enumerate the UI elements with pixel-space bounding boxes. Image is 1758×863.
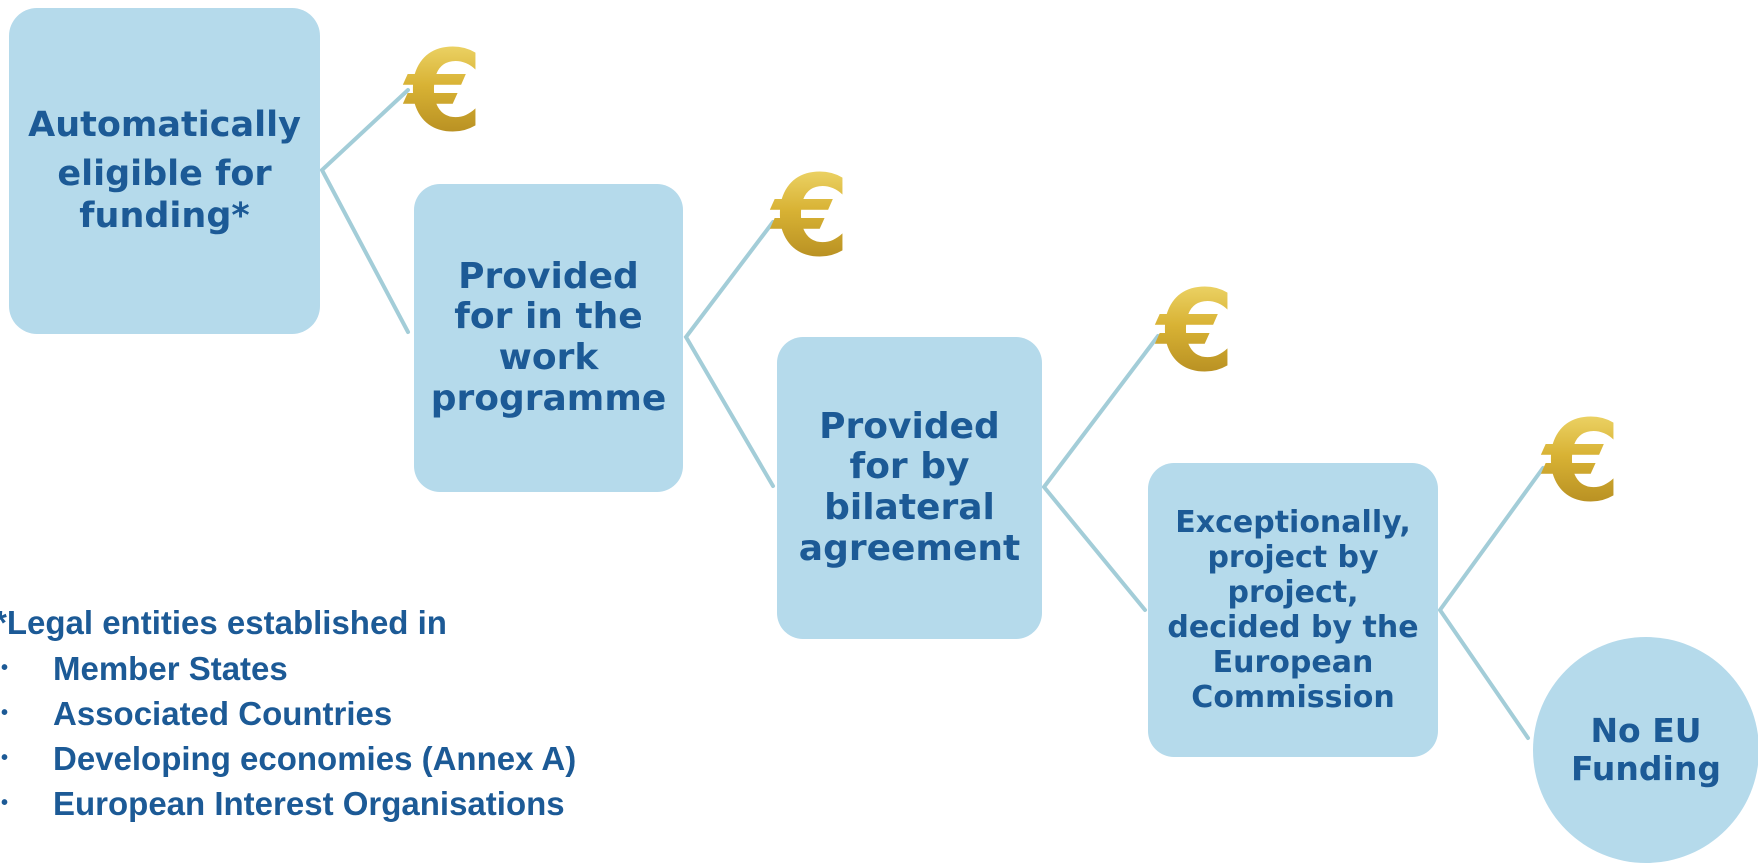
step-text-line: decided by the bbox=[1167, 610, 1419, 645]
final-text-line: Funding bbox=[1571, 749, 1721, 788]
step-text-line: Exceptionally, bbox=[1175, 504, 1411, 540]
connector-1 bbox=[319, 88, 410, 334]
bullet-icon: • bbox=[1, 702, 9, 724]
step-text-line: Automatically bbox=[28, 105, 301, 146]
step-text-line: work bbox=[498, 337, 599, 378]
no-eu-funding-circle: No EU Funding bbox=[1533, 637, 1758, 863]
euro-icon: € bbox=[1540, 397, 1621, 527]
step-text-line: European bbox=[1212, 645, 1374, 681]
step-text-line: Provided bbox=[458, 255, 639, 297]
final-text-line: No EU bbox=[1590, 711, 1702, 751]
list-item: • European Interest Organisations bbox=[0, 781, 576, 826]
list-item: • Member States bbox=[0, 646, 576, 691]
list-item: • Developing economies (Annex A) bbox=[0, 736, 576, 781]
bullet-icon: • bbox=[1, 792, 9, 814]
list-item-label: European Interest Organisations bbox=[53, 785, 565, 822]
euro-icon: € bbox=[402, 27, 483, 157]
connector-2 bbox=[683, 220, 775, 488]
step-text-line: Provided bbox=[819, 405, 1000, 447]
step-work-programme: Provided for in the work programme bbox=[414, 184, 683, 492]
list-item-label: Developing economies (Annex A) bbox=[53, 740, 577, 777]
step-text-line: eligible for bbox=[57, 154, 272, 195]
step-text-line: project, bbox=[1227, 574, 1359, 610]
bullet-icon: • bbox=[1, 657, 9, 679]
step-text-line: programme bbox=[430, 377, 667, 419]
bullet-icon: • bbox=[1, 747, 9, 769]
list-item: • Associated Countries bbox=[0, 691, 576, 736]
step-text-line: for in the bbox=[454, 296, 643, 338]
step-exceptionally-decided: Exceptionally, project by project, decid… bbox=[1148, 463, 1438, 757]
step-bilateral-agreement: Provided for by bilateral agreement bbox=[777, 337, 1042, 639]
euro-icon: € bbox=[1154, 267, 1235, 397]
footnote-list: • Member States • Associated Countries • De… bbox=[0, 646, 576, 826]
list-item-label: Member States bbox=[53, 650, 288, 687]
step-text-line: Commission bbox=[1191, 680, 1395, 716]
connector-4 bbox=[1437, 466, 1545, 740]
euro-icon: € bbox=[769, 152, 850, 282]
step-automatically-eligible: Automatically eligible for funding* bbox=[9, 8, 320, 334]
step-text-line: bilateral bbox=[824, 487, 995, 528]
step-text-line: funding* bbox=[79, 195, 250, 236]
legal-entities-footnote: *Legal entities established in • Member S… bbox=[0, 603, 576, 826]
step-text-line: for by bbox=[849, 446, 970, 488]
footnote-title: *Legal entities established in bbox=[0, 604, 447, 641]
connector-3 bbox=[1041, 334, 1160, 612]
list-item-label: Associated Countries bbox=[53, 695, 393, 732]
step-text-line: project by bbox=[1207, 539, 1379, 575]
step-text-line: agreement bbox=[798, 527, 1021, 569]
connector-lines: € € € € bbox=[319, 27, 1621, 740]
